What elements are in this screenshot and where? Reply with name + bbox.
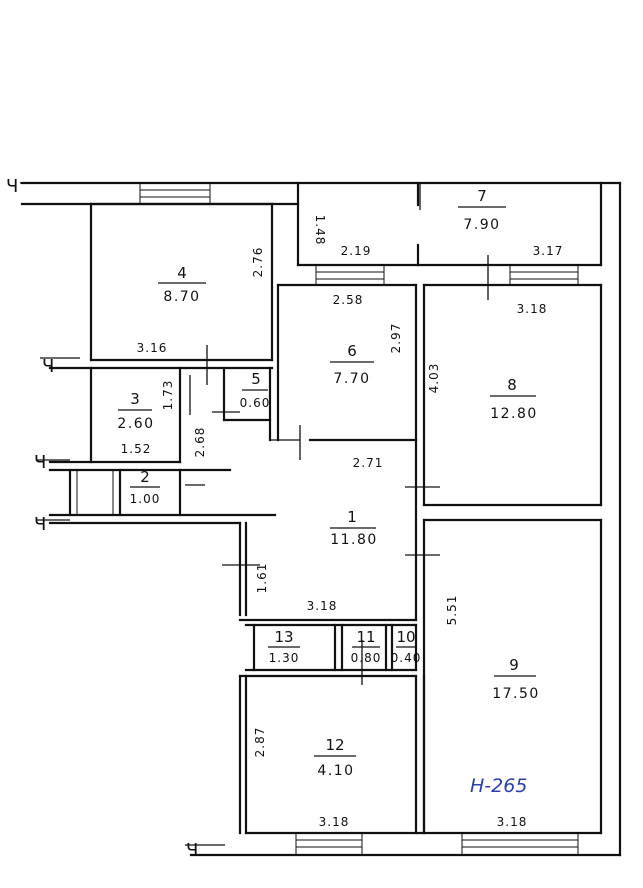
dimension: 2.97 xyxy=(389,323,403,354)
window xyxy=(139,182,211,205)
room-number: 13 xyxy=(274,628,293,646)
dimension-labels: 1.48 2.19 3.17 2.76 2.58 3.18 2.97 3.16 … xyxy=(121,215,564,829)
room-area: 8.70 xyxy=(163,289,200,305)
dimension: 3.17 xyxy=(533,244,564,258)
room-number: 1 xyxy=(347,508,357,526)
room-area: 17.50 xyxy=(492,686,540,702)
windows xyxy=(69,182,579,856)
room-number: 10 xyxy=(396,628,415,646)
room-number: 9 xyxy=(509,656,519,674)
room-7: 7 7.90 xyxy=(458,187,506,233)
room-number: 6 xyxy=(347,342,357,360)
dimension: 1.52 xyxy=(121,442,152,456)
room-number: 4 xyxy=(177,264,187,282)
room-8: 8 12.80 xyxy=(490,376,538,422)
window xyxy=(295,832,363,856)
room-area: 0.60 xyxy=(240,396,271,410)
room-12: 12 4.10 xyxy=(314,736,356,779)
room-area: 2.60 xyxy=(117,416,154,432)
room-3: 3 2.60 xyxy=(117,390,154,432)
dimension: 2.19 xyxy=(341,244,372,258)
dimension: 3.18 xyxy=(517,302,548,316)
room-4: 4 8.70 xyxy=(158,264,206,305)
room-11: 11 0.80 xyxy=(351,628,382,665)
room-area: 1.30 xyxy=(269,651,300,665)
room-2: 2 1.00 xyxy=(130,468,161,506)
room-area: 1.00 xyxy=(130,492,161,506)
window xyxy=(509,264,579,286)
axis-mark: Ч xyxy=(34,514,46,535)
dimension: 1.48 xyxy=(313,215,327,246)
room-area: 7.90 xyxy=(463,217,500,233)
room-number: 2 xyxy=(140,468,150,486)
room-1: 1 11.80 xyxy=(330,508,378,548)
axis-marks: Ч Ч Ч Ч Ч xyxy=(6,176,198,861)
window xyxy=(461,832,579,856)
window xyxy=(69,469,121,516)
room-number: 3 xyxy=(130,390,140,408)
axis-mark: Ч xyxy=(42,356,54,377)
dimension: 2.68 xyxy=(193,427,207,458)
dimension: 2.58 xyxy=(333,293,364,307)
axis-mark: Ч xyxy=(186,840,198,861)
dimension: 5.51 xyxy=(445,595,459,626)
room-number: 8 xyxy=(507,376,517,394)
dimension: 3.18 xyxy=(497,815,528,829)
dimension: 1.61 xyxy=(255,563,269,594)
room-area: 12.80 xyxy=(490,406,538,422)
tick-marks xyxy=(20,182,489,846)
dimension: 3.16 xyxy=(137,341,168,355)
walls xyxy=(20,181,622,857)
handwritten-note: Н-265 xyxy=(470,775,527,797)
room-5: 5 0.60 xyxy=(240,370,271,410)
room-area: 11.80 xyxy=(330,532,378,548)
room-number: 11 xyxy=(356,628,375,646)
dimension: 2.76 xyxy=(251,247,265,278)
dimension: 3.18 xyxy=(319,815,350,829)
room-number: 12 xyxy=(325,736,344,754)
room-number: 5 xyxy=(251,370,261,388)
room-area: 7.70 xyxy=(333,371,370,387)
room-area: 4.10 xyxy=(317,763,354,779)
room-area: 0.40 xyxy=(391,651,422,665)
dimension: 1.73 xyxy=(161,380,175,411)
window xyxy=(315,264,385,286)
room-labels: 4 8.70 7 7.90 6 7.70 8 12.80 3 2.60 5 0.… xyxy=(117,187,540,779)
room-13: 13 1.30 xyxy=(268,628,300,665)
dimension: 4.03 xyxy=(427,363,441,394)
axis-mark: Ч xyxy=(34,452,46,473)
dimension: 3.18 xyxy=(307,599,338,613)
room-9: 9 17.50 xyxy=(492,656,540,702)
room-10: 10 0.40 xyxy=(391,628,422,665)
axis-mark: Ч xyxy=(6,176,18,197)
room-area: 0.80 xyxy=(351,651,382,665)
dimension: 2.71 xyxy=(353,456,384,470)
room-number: 7 xyxy=(477,187,487,205)
room-6: 6 7.70 xyxy=(330,342,374,387)
dimension: 2.87 xyxy=(253,727,267,758)
